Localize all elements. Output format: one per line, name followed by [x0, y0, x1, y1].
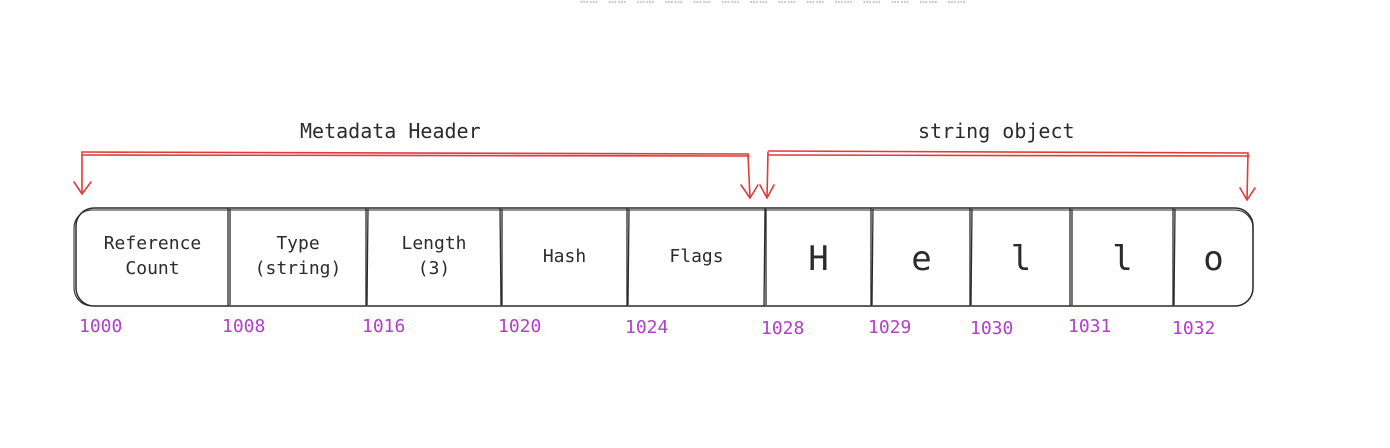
memory-cell: Reference Count	[103, 233, 202, 279]
memory-address: 1028	[761, 318, 805, 339]
memory-address: 1031	[1068, 316, 1112, 337]
memory-address: 1008	[222, 316, 266, 337]
memory-address: 1020	[498, 316, 542, 337]
memory-address: 1000	[79, 316, 123, 337]
memory-cell: e	[911, 238, 932, 279]
string-object-bracket	[759, 150, 1256, 201]
string-object-label: string object	[918, 119, 1075, 143]
memory-address: 1029	[868, 317, 912, 338]
memory-address: 1032	[1172, 318, 1216, 339]
memory-address: 1024	[625, 317, 669, 338]
memory-cell: Hash	[542, 245, 587, 267]
metadata-header-label: Metadata Header	[300, 119, 481, 143]
memory-cell: l	[1112, 238, 1133, 279]
metadata-header-bracket	[73, 151, 759, 199]
cell-dividers	[227, 207, 1176, 307]
memory-cell: o	[1203, 238, 1224, 279]
memory-address: 1016	[362, 316, 406, 337]
memory-cell: H	[808, 238, 829, 279]
memory-cell: Length (3)	[401, 233, 467, 279]
memory-cell: Flags	[669, 245, 724, 267]
memory-cell: l	[1010, 238, 1032, 279]
memory-cell: Type (string)	[254, 233, 342, 279]
faded-header-text: …… …… …… …… …… …… …… …… …… …… …… …… …… ……	[580, 0, 1080, 7]
memory-block-outline	[73, 207, 1254, 307]
memory-address: 1030	[970, 318, 1014, 339]
